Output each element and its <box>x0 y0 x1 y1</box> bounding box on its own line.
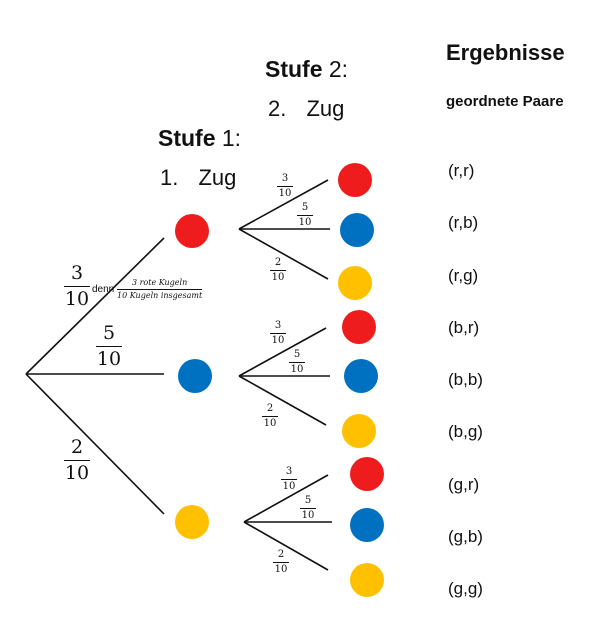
ball-second-blue-red <box>342 310 376 344</box>
branch-second-red-yellow <box>238 228 329 280</box>
results-subtitle: geordnete Paare <box>446 93 564 110</box>
ball-second-yellow-yellow <box>350 563 384 597</box>
branch-second-blue-yellow <box>238 375 327 426</box>
branch-second-red-red <box>238 179 329 230</box>
ball-second-blue-blue <box>344 359 378 393</box>
stage1-subtitle: 1. Zug <box>160 165 237 190</box>
stage1-title: Stufe 1: <box>158 125 242 151</box>
branch-second-blue-red <box>238 327 327 377</box>
ball-second-yellow-blue <box>350 508 384 542</box>
result-pair: (g,r) <box>448 475 480 494</box>
result-pair: (r,r) <box>448 161 475 180</box>
results-title: Ergebnisse <box>446 40 565 65</box>
ball-second-red-red <box>338 163 372 197</box>
ball-first-yellow <box>175 505 209 539</box>
ball-second-red-blue <box>340 213 374 247</box>
result-pair: (r,b) <box>448 213 479 232</box>
branch-second-yellow-yellow <box>243 521 329 571</box>
result-pair: (g,b) <box>448 527 483 546</box>
ball-second-red-yellow <box>338 266 372 300</box>
result-pair: (b,b) <box>448 370 483 389</box>
branch-first-yellow <box>25 373 165 515</box>
branch-first-red <box>25 237 165 375</box>
ball-second-blue-yellow <box>342 414 376 448</box>
stage2-subtitle: 2. Zug <box>268 96 345 121</box>
result-pair: (b,r) <box>448 318 480 337</box>
ball-first-red <box>175 214 209 248</box>
ball-second-yellow-red <box>350 457 384 491</box>
ball-first-blue <box>178 359 212 393</box>
branch-second-yellow-red <box>243 474 329 523</box>
stage2-title: Stufe 2: <box>265 56 349 82</box>
result-pair: (b,g) <box>448 422 483 441</box>
result-pair: (r,g) <box>448 266 479 285</box>
result-pair: (g,g) <box>448 579 483 598</box>
